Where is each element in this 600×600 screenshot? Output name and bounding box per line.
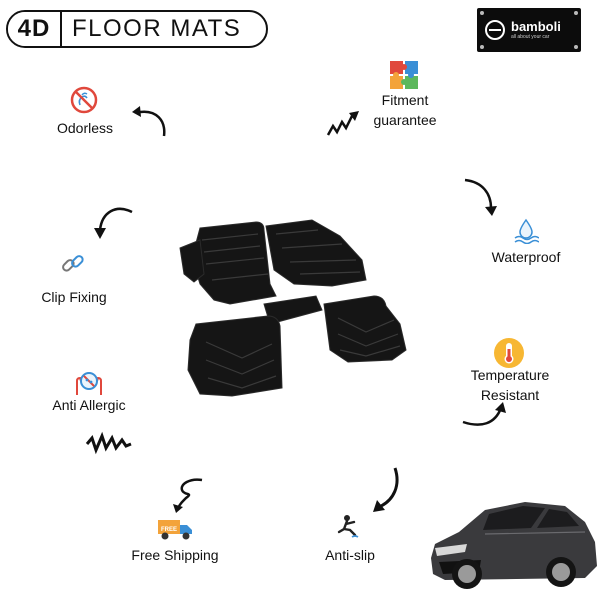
squiggle-anti-allergic — [85, 431, 132, 455]
feature-waterproof: Waterproof — [491, 249, 561, 265]
delivery-truck-icon: FREE — [158, 520, 192, 540]
brand-logo: bamboli all about your car — [477, 8, 581, 52]
no-smell-icon — [70, 86, 98, 114]
water-drop-icon — [514, 218, 539, 244]
arrow-waterproof — [464, 178, 497, 216]
logo-brand: bamboli — [511, 18, 561, 34]
feature-odorless: Odorless — [56, 120, 114, 136]
arrow-odorless — [132, 106, 166, 137]
arrow-temperature — [462, 402, 506, 426]
truck-free-badge: FREE — [161, 527, 177, 533]
slip-icon — [337, 515, 359, 538]
logo-tagline: all about your car — [511, 33, 550, 40]
arrow-anti-slip — [373, 467, 399, 512]
anti-allergy-icon — [76, 372, 102, 395]
header-tag: 4D — [8, 12, 62, 46]
arrow-clip-fixing — [94, 207, 133, 239]
thermometer-icon — [494, 338, 524, 368]
car-image — [431, 502, 597, 589]
feature-temperature-resistant: Temperature Resistant — [470, 367, 550, 403]
feature-clip-fixing: Clip Fixing — [41, 289, 107, 305]
puzzle-icon — [390, 61, 418, 89]
squiggle-arrow-shipping — [173, 478, 203, 513]
squiggle-arrow-fitment — [326, 111, 359, 136]
steering-wheel-icon — [485, 20, 505, 40]
feature-fitment: Fitment guarantee — [373, 92, 437, 128]
feature-anti-allergic: Anti Allergic — [52, 397, 126, 413]
feature-anti-slip: Anti-slip — [325, 547, 375, 563]
floor-mats-image — [179, 219, 407, 397]
clip-icon — [62, 255, 84, 272]
feature-free-shipping: Free Shipping — [131, 547, 219, 563]
header-pill: 4D FLOOR MATS — [6, 10, 268, 48]
page-title: FLOOR MATS — [72, 15, 242, 42]
